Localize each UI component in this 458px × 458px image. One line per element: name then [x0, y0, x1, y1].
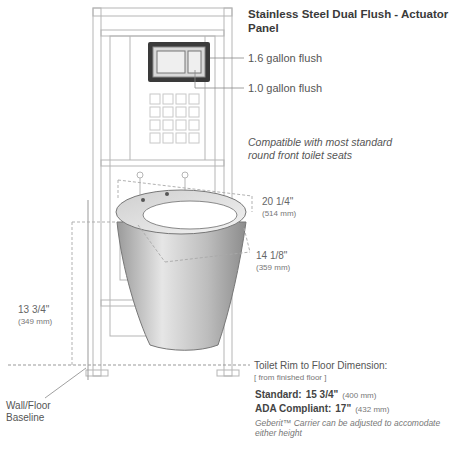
- grid-square: [176, 120, 186, 130]
- toilet-bowl: [165, 192, 169, 196]
- height-value: 15 3/4": [306, 389, 339, 401]
- actuator-panel: [157, 51, 185, 73]
- actuator-panel: [148, 42, 210, 82]
- height-metric: (432 mm): [355, 405, 389, 415]
- dimension-line: [252, 196, 253, 212]
- carrier-frame: [93, 8, 101, 376]
- carrier-frame: [130, 36, 131, 160]
- dimension-metric: (514 mm): [262, 209, 342, 219]
- dimension-line: [72, 222, 115, 223]
- grid-square: [150, 120, 160, 130]
- dimension-value: 20 1/4": [262, 196, 342, 208]
- height-value: 17": [335, 403, 351, 415]
- grid-square: [176, 94, 186, 104]
- carrier-frame: [137, 172, 143, 178]
- toilet-bowl: [117, 222, 246, 350]
- grid-square: [189, 107, 199, 117]
- dimension-line: [118, 180, 119, 198]
- dimension-metric: (349 mm): [18, 317, 70, 327]
- dimension-value: 13 3/4": [18, 304, 70, 316]
- rim-heading: Toilet Rim to Floor Dimension:: [254, 360, 454, 372]
- grid-square: [150, 107, 160, 117]
- toilet-bowl: [116, 190, 246, 234]
- grid-square: [150, 133, 160, 143]
- dimension-line: [138, 225, 165, 262]
- panel-heading: Stainless Steel Dual Flush - Actuator Pa…: [248, 8, 453, 36]
- dimension-line: [72, 222, 73, 365]
- grid-square: [163, 120, 173, 130]
- dimension-line: [118, 180, 252, 196]
- actuator-panel: [188, 51, 201, 73]
- grid-square: [176, 107, 186, 117]
- toilet-bowl: [116, 190, 246, 350]
- leader-line: [210, 58, 244, 59]
- height-metric: (400 mm): [342, 391, 376, 401]
- carrier-frame: [101, 160, 224, 166]
- grid-square: [163, 107, 173, 117]
- carrier-frame: [86, 370, 108, 376]
- height-label: Standard:: [255, 389, 302, 401]
- grid-square: [176, 133, 186, 143]
- carrier-frame: [182, 172, 188, 178]
- flush-label: 1.6 gallon flush: [248, 52, 448, 65]
- height-label: ADA Compliant:: [255, 403, 331, 415]
- baseline: [88, 200, 89, 380]
- carrier-frame: [101, 30, 224, 36]
- dimension-value: 14 1/8": [256, 250, 336, 262]
- grid-square: [189, 94, 199, 104]
- grid-square: [163, 94, 173, 104]
- baseline-label: Wall/Floor Baseline: [6, 400, 86, 424]
- dimension-line: [244, 228, 250, 252]
- dimension-line: [165, 252, 250, 262]
- carrier-frame: [93, 8, 232, 16]
- carrier-frame: [217, 370, 239, 376]
- frame-grid: [150, 94, 199, 143]
- toilet-bowl: [141, 198, 145, 202]
- dimension-metric: (359 mm): [256, 263, 336, 273]
- carrier-note: Geberit™ Carrier can be adjusted to acco…: [255, 418, 445, 438]
- grid-square: [189, 133, 199, 143]
- actuator-panel: [148, 42, 210, 82]
- carrier-frame: [140, 178, 141, 195]
- actuator-panel: [153, 47, 205, 77]
- seat-note: Compatible with most standard round fron…: [248, 136, 393, 161]
- flush-label: 1.0 gallon flush: [248, 82, 448, 95]
- leader-line: [195, 58, 244, 88]
- dimension-line: [72, 180, 252, 365]
- grid-square: [150, 94, 160, 104]
- grid-square: [189, 120, 199, 130]
- leader-line: [195, 88, 244, 89]
- rim-note: [ from finished floor ]: [254, 373, 454, 383]
- baseline: [8, 365, 250, 366]
- toilet-bowl: [143, 201, 237, 229]
- baseline: [45, 368, 86, 398]
- grid-square: [163, 133, 173, 143]
- leader-line: [195, 70, 196, 88]
